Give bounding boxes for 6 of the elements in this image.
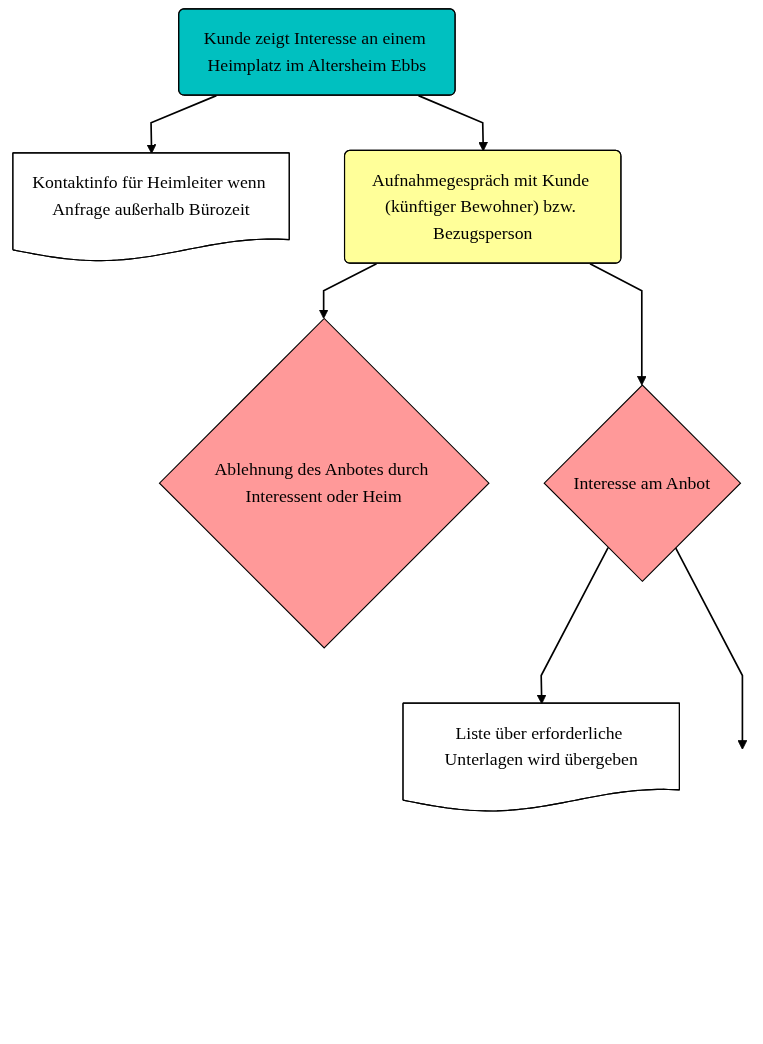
node-diamond: Ablehnung des Anbotes durch Interessent oder Heim xyxy=(158,317,490,649)
node-diamond: Interesse am Anbot xyxy=(543,384,742,583)
arrow xyxy=(674,546,748,750)
arrow xyxy=(589,262,647,386)
arrow xyxy=(318,262,378,319)
arrow xyxy=(417,94,488,152)
